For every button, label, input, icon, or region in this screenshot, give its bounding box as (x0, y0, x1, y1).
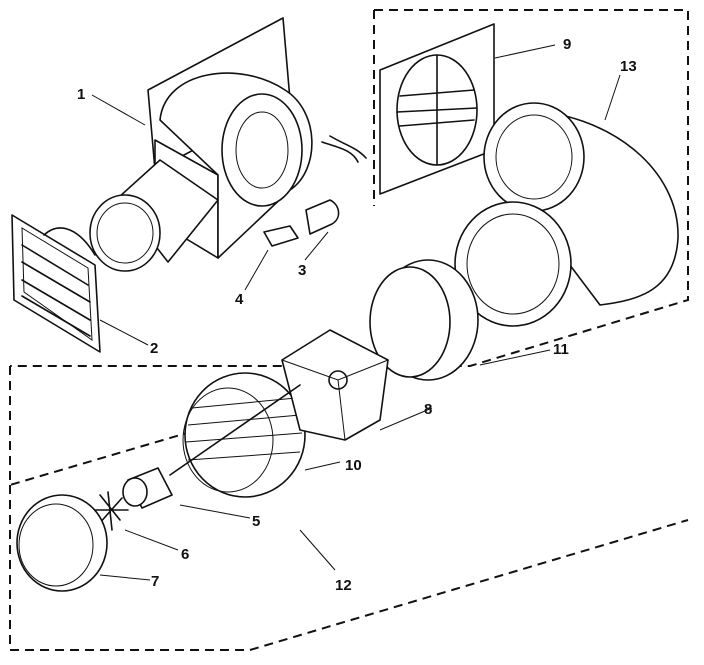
callout-4: 4 (235, 291, 244, 308)
callout-3: 3 (298, 262, 306, 279)
fan-blade (281, 329, 389, 441)
callout-labels: 1 2 3 4 5 6 7 8 9 10 11 12 13 (77, 36, 637, 594)
capacitor (305, 199, 340, 235)
elbow-duct (454, 102, 679, 327)
capacitor-clip (263, 225, 299, 247)
mounting-ring (369, 259, 479, 381)
callout-8: 8 (424, 401, 432, 418)
group-boundary-upper (10, 9, 689, 367)
square-mounting-plate (379, 23, 495, 195)
callout-10: 10 (345, 457, 362, 474)
front-cover (16, 494, 108, 592)
leader-lines (91, 44, 621, 581)
callout-2: 2 (150, 340, 158, 357)
callout-6: 6 (181, 546, 189, 563)
fan-housing (182, 372, 306, 498)
callout-12: 12 (335, 577, 352, 594)
motor (122, 384, 301, 509)
callout-5: 5 (252, 513, 260, 530)
callout-13: 13 (620, 58, 637, 75)
louvered-hood (11, 214, 101, 353)
callout-1: 1 (77, 86, 85, 103)
callout-7: 7 (151, 573, 159, 590)
callout-11: 11 (553, 341, 569, 358)
callout-9: 9 (563, 36, 571, 53)
small-fan (89, 491, 129, 531)
blower-housing (89, 17, 367, 272)
